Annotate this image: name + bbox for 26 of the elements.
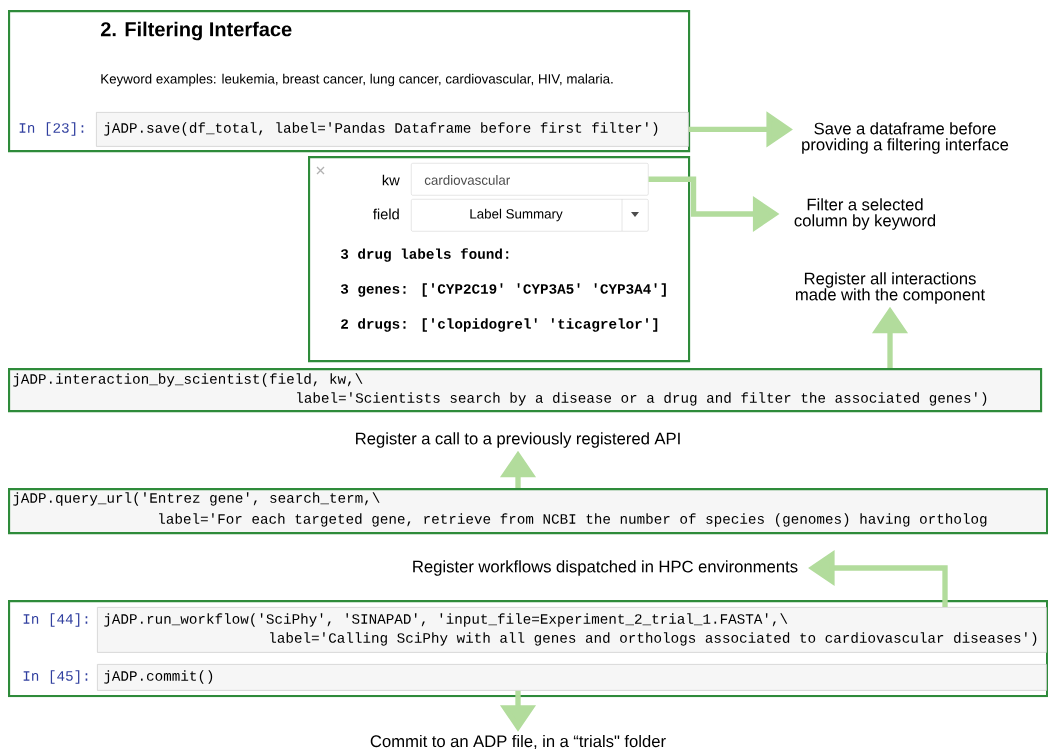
input-prompt: In [44]: xyxy=(23,613,88,627)
annotation-text: Register a call to a previously registered API xyxy=(356,432,680,448)
description-text: Keyword examples: leukemia, breast cancer, lung cancer, cardiovascular, HIV, malaria. xyxy=(101,73,613,87)
field-label: kw xyxy=(382,174,400,186)
code-cell: jADP.run_workflow('SciPhy', 'SINAPAD', 'input_file=Experiment_2_trial_1.FASTA',\ label='Calling SciPhy with all genes and orthologs associated to cardiovascular diseases') xyxy=(97,607,1047,653)
code-cell: jADP.interaction_by_scientist(field, kw,\ label='Scientists search by a disease or a drug and filter the associated genes') xyxy=(8,368,1043,413)
code-cell: jADP.query_url('Entrez gene', search_term,\ label='For each targeted gene, retrieve from NCBI the number of species (genomes) having ortholog xyxy=(8,488,1048,535)
output-text: 3 genes: ['CYP2C19' 'CYP3A5' 'CYP3A4'] xyxy=(340,283,666,297)
output-text: 3 drug labels found: xyxy=(340,248,509,262)
field-label: field xyxy=(373,208,399,220)
cell-frame xyxy=(8,10,691,153)
heading: 2. Filtering Interface xyxy=(100,21,292,41)
annotation-text: Filter a selected column by keyword xyxy=(794,198,936,230)
input-prompt: In [45]: xyxy=(23,670,88,684)
widget-panel xyxy=(308,156,691,363)
annotation-text: Commit to an ADP file, in a “trials" folder xyxy=(370,734,666,750)
code-cell: jADP.commit() xyxy=(97,664,1047,691)
annotation-text: Register all interactions made with the component xyxy=(795,272,985,304)
dropdown: Label Summary xyxy=(411,198,649,232)
output-text: 2 drugs: ['clopidogrel' 'ticagrelor'] xyxy=(341,318,658,332)
text-input: cardiovascular xyxy=(411,163,649,196)
annotation-text: Register workflows dispatched in HPC environments xyxy=(413,560,798,576)
annotation-text: Save a dataframe before providing a filtering interface xyxy=(802,122,1009,154)
cell-frame xyxy=(8,600,1048,698)
input-prompt: In [23]: xyxy=(19,122,84,136)
code-cell: jADP.save(df_total, label='Pandas Dataframe before first filter') xyxy=(96,112,689,147)
